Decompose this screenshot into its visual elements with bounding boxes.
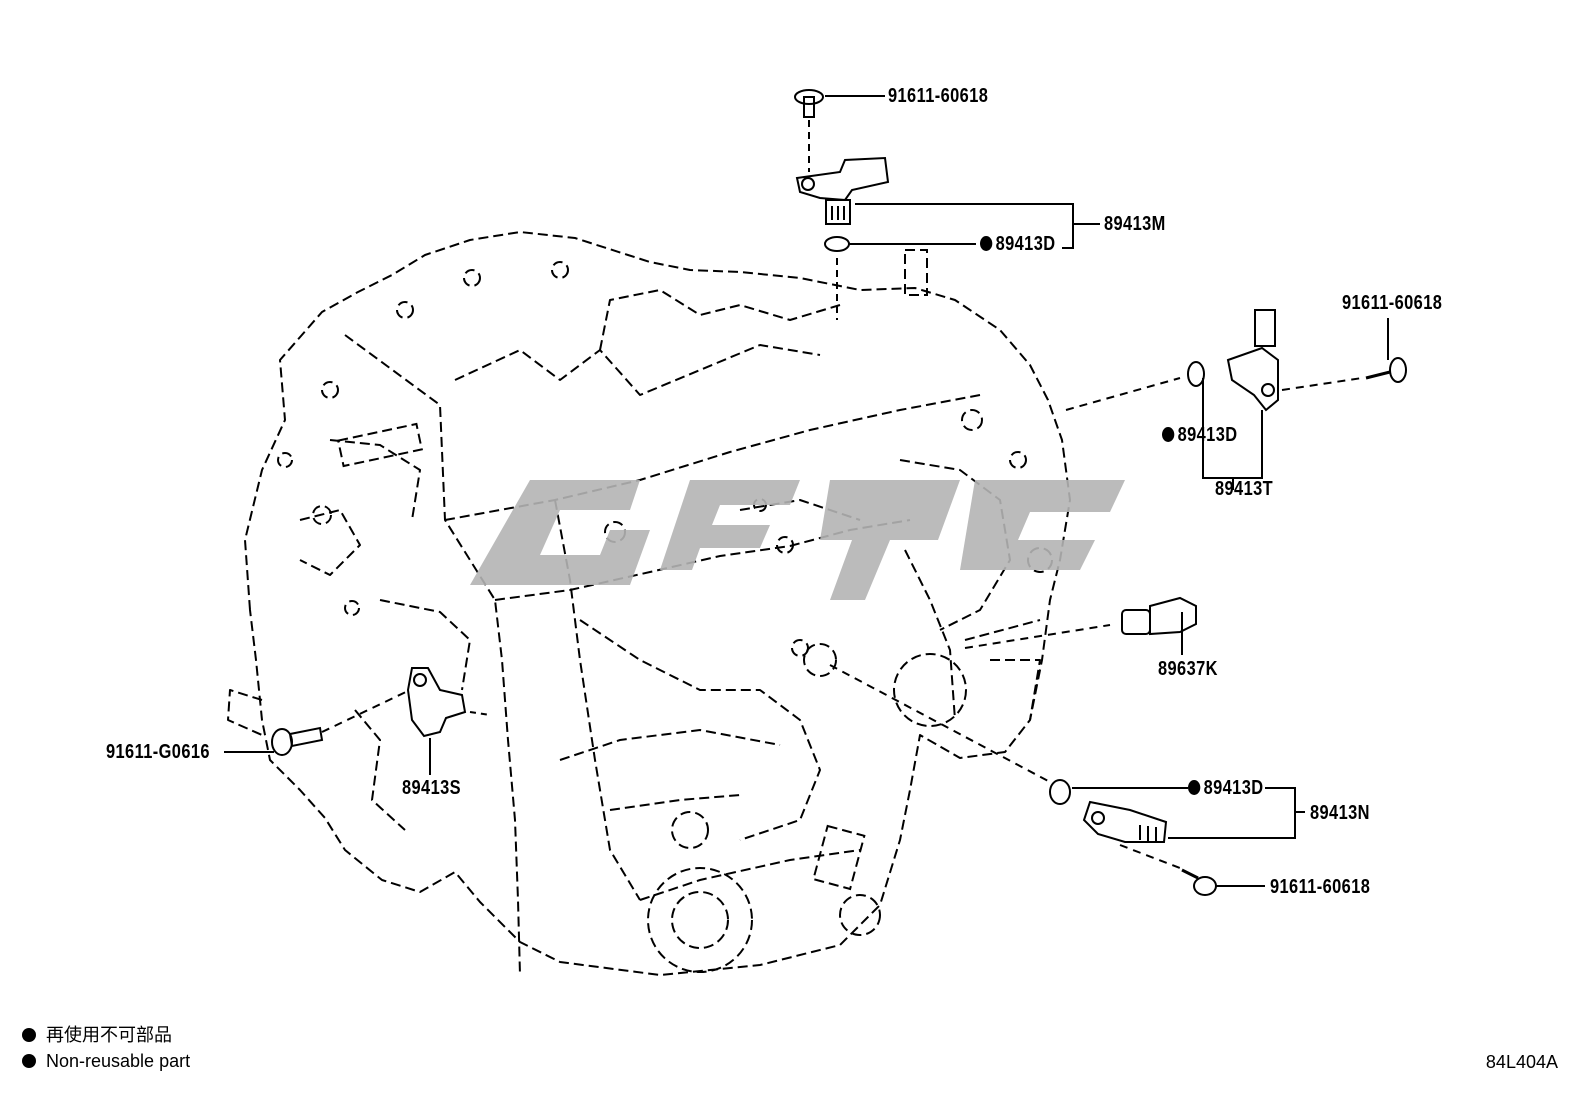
label-oring-bottom: 89413D <box>1188 777 1263 799</box>
label-bolt-bottom: 91611-60618 <box>1270 876 1371 898</box>
label-oring-top: 89413D <box>980 233 1055 255</box>
label-sensor-left: 89413S <box>402 777 462 799</box>
label-bolt-left: 91611-G0616 <box>106 741 210 763</box>
label-bolt-right: 91611-60618 <box>1342 292 1443 314</box>
sensor-left-drawing <box>271 667 491 756</box>
figure-code: 84L404A <box>1485 1052 1558 1072</box>
legend-jp: 再使用不可部品 <box>22 1024 172 1046</box>
sensor-bottom-drawing <box>829 664 1217 896</box>
non-reusable-dot-icon <box>980 236 993 251</box>
label-oring-right: 89413D <box>1162 424 1237 446</box>
pressure-switch-drawing <box>964 596 1197 649</box>
sensor-right-drawing <box>1065 309 1407 412</box>
non-reusable-dot-icon <box>1162 427 1175 442</box>
label-sensor-top-assy: 89413M <box>1104 213 1166 235</box>
non-reusable-dot-icon <box>22 1054 36 1068</box>
non-reusable-dot-icon <box>22 1028 36 1042</box>
non-reusable-dot-icon <box>1188 780 1201 795</box>
transmission-outline <box>227 231 1071 976</box>
legend-en: Non-reusable part <box>22 1050 190 1072</box>
transmission-features <box>277 249 1053 973</box>
label-bolt-top: 91611-60618 <box>888 85 989 107</box>
leader-lines <box>224 95 1389 887</box>
label-sensor-right-assy: 89413T <box>1215 478 1274 500</box>
label-sensor-bottom-assy: 89413N <box>1310 802 1370 824</box>
watermark-logo <box>470 480 1125 600</box>
label-pressure-switch: 89637K <box>1158 658 1218 680</box>
